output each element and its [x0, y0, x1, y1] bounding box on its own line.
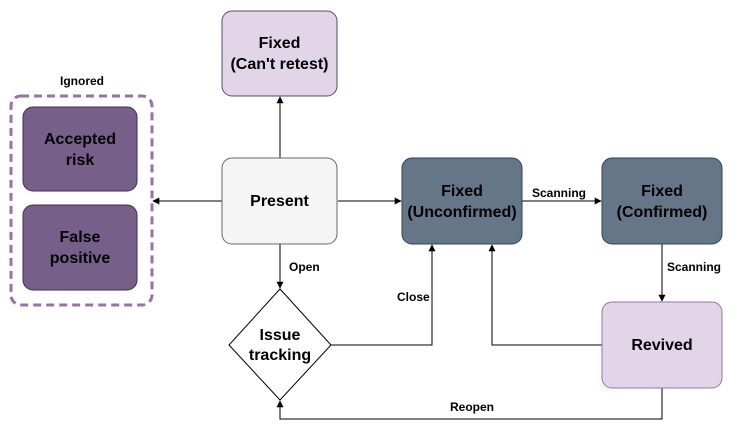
node-fixed-unconfirmed-line2: (Unconfirmed) — [407, 204, 516, 221]
node-issue-tracking — [228, 288, 332, 401]
edge-revived-to-fixed-unconfirmed — [488, 244, 602, 346]
node-false-positive — [22, 204, 138, 291]
node-present — [221, 157, 338, 245]
node-fixed-confirmed — [601, 157, 723, 245]
edge-label-scanning-1: Scanning — [532, 186, 586, 200]
node-revived-label: Revived — [631, 337, 692, 354]
node-issue-tracking-line2: tracking — [249, 347, 311, 364]
edge-label-close: Close — [397, 290, 430, 304]
node-present-label: Present — [250, 193, 309, 210]
edge-label-reopen: Reopen — [450, 400, 494, 414]
node-false-positive-line2: positive — [50, 250, 111, 267]
node-revived — [601, 301, 723, 389]
edge-revived-to-issue-tracking — [276, 388, 663, 420]
node-accepted-risk-line1: Accepted — [44, 131, 116, 148]
node-fixed-confirmed-line2: (Confirmed) — [617, 204, 708, 221]
node-fixed-unconfirmed-line1: Fixed — [441, 183, 483, 200]
node-false-positive-line1: False — [60, 229, 101, 246]
edge-label-scanning-2: Scanning — [667, 260, 721, 274]
node-fixed-unconfirmed — [401, 157, 523, 245]
node-fixed-cant-retest-line2: (Can't retest) — [230, 56, 328, 73]
node-issue-tracking-line1: Issue — [260, 327, 301, 344]
node-fixed-cant-retest — [221, 10, 338, 97]
node-accepted-risk-line2: risk — [66, 152, 95, 169]
ignored-group-label: Ignored — [60, 74, 104, 88]
node-fixed-cant-retest-line1: Fixed — [259, 35, 301, 52]
node-accepted-risk — [22, 106, 138, 192]
edge-label-open: Open — [289, 260, 320, 274]
ignored-group — [9, 94, 154, 307]
edge-issue-tracking-to-fixed-unconfirmed — [331, 244, 436, 346]
node-fixed-confirmed-line1: Fixed — [641, 183, 683, 200]
